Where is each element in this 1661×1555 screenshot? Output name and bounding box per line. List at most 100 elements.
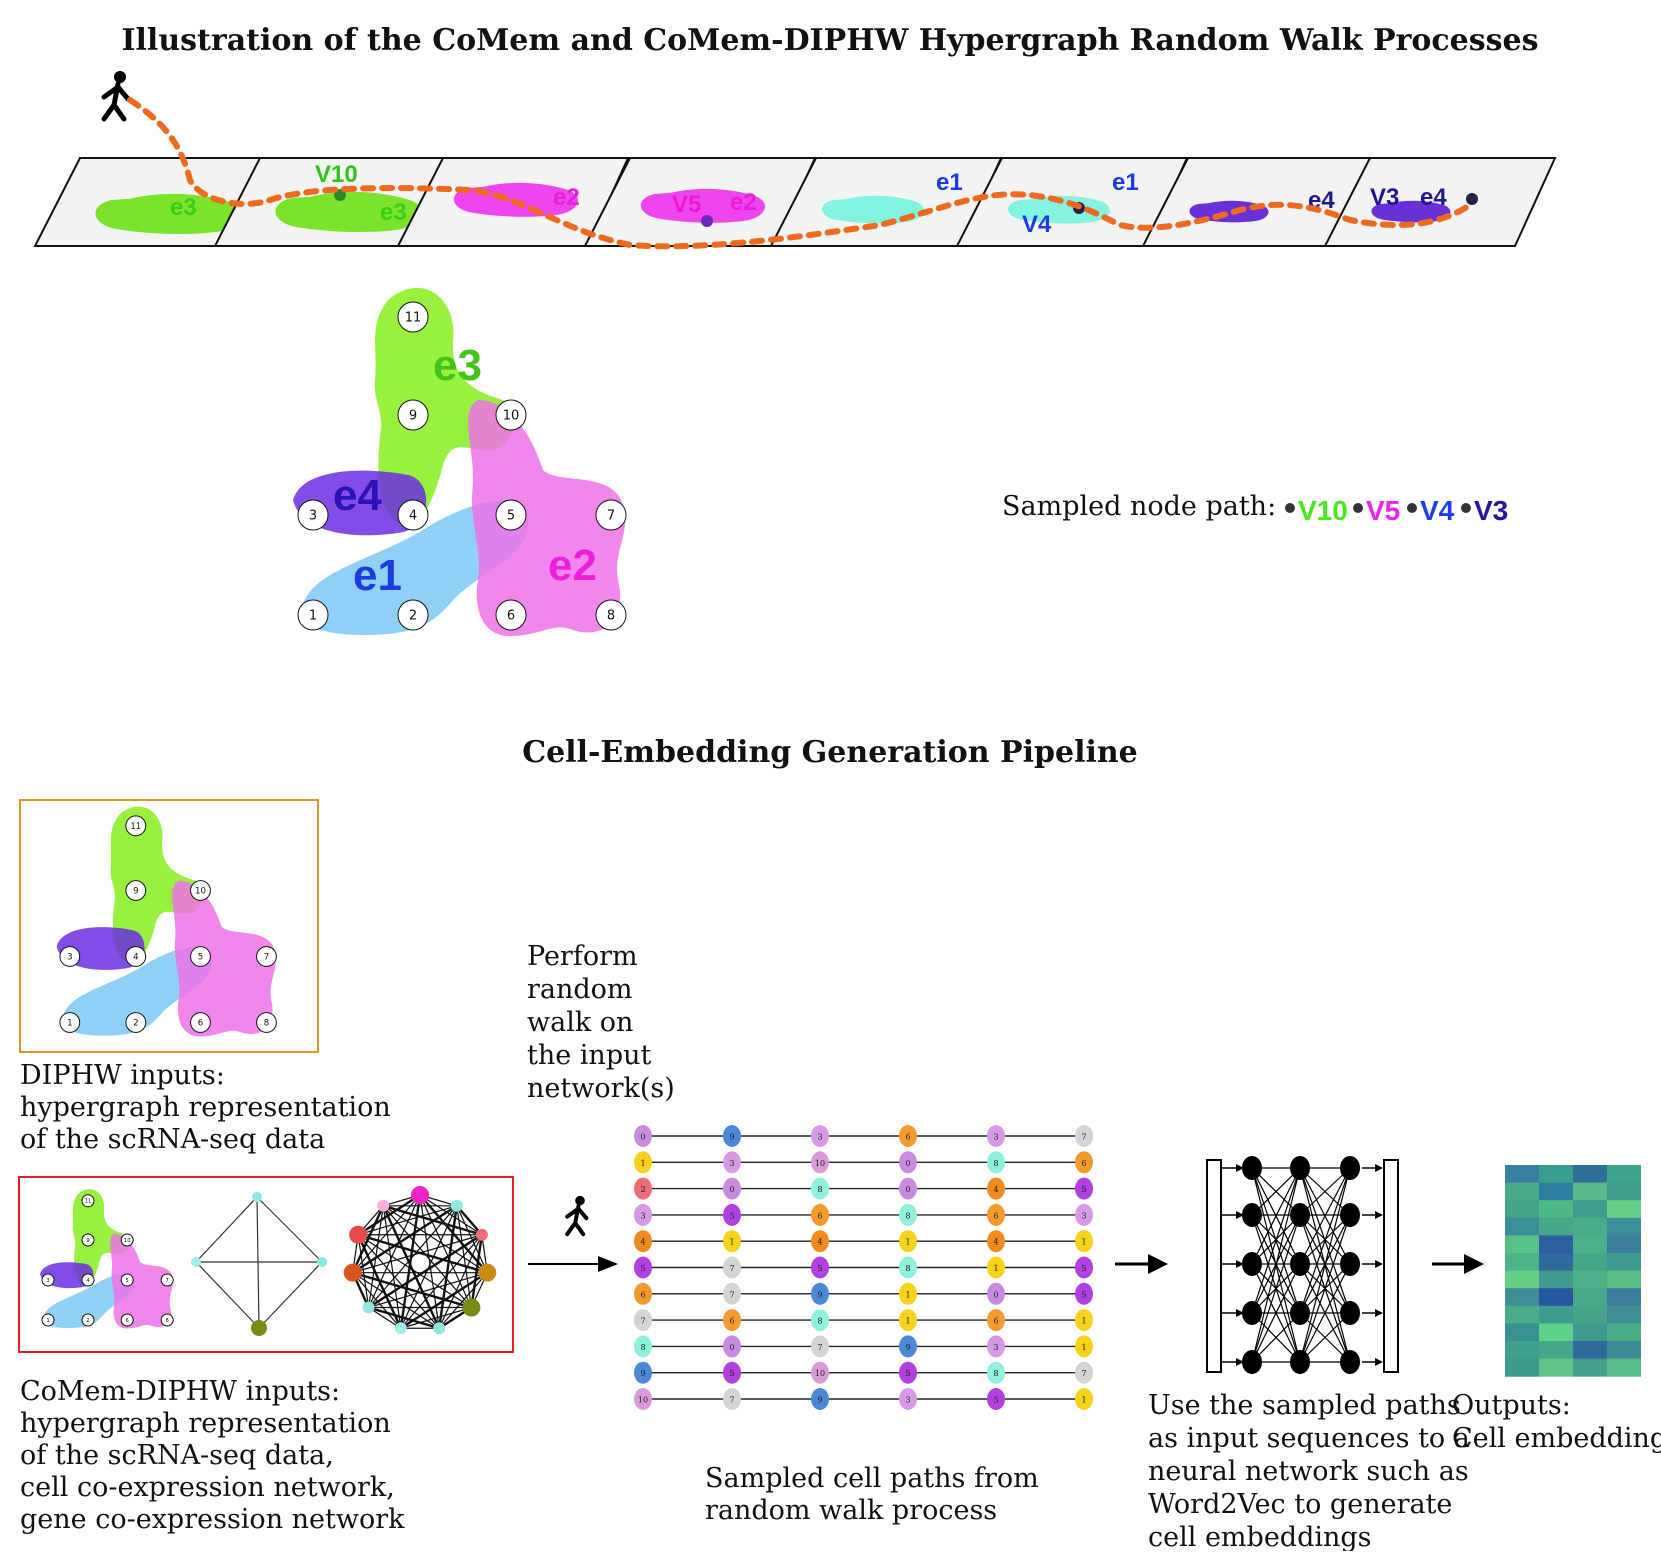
path-node-label: 5 [729, 1211, 734, 1220]
nn-neuron [1340, 1301, 1360, 1325]
node-label: 4 [86, 1278, 90, 1284]
embedding-cell [1539, 1165, 1573, 1184]
embedding-cell [1607, 1200, 1641, 1219]
nn-edge [1299, 1312, 1351, 1363]
nn-neuron [1290, 1203, 1310, 1227]
nn-edge [1251, 1312, 1301, 1363]
diphw-caption: DIPHW inputs:hypergraph representationof… [20, 1060, 391, 1155]
hyperedge-label-e3: e3 [433, 341, 482, 390]
network-edge [456, 1205, 472, 1308]
path-node [1075, 1256, 1093, 1279]
embedding-cell [1573, 1305, 1607, 1324]
nn-edge [1251, 1167, 1301, 1216]
embedding-cell [1573, 1182, 1607, 1201]
path-node-label: 1 [1081, 1238, 1086, 1247]
path-node-label: 8 [993, 1369, 998, 1378]
panel-label: e1 [936, 169, 963, 196]
network-edge [352, 1272, 402, 1329]
path-node-label: 2 [640, 1185, 645, 1194]
embedding-cell [1539, 1341, 1573, 1360]
network-edge [357, 1234, 402, 1329]
node-label: 4 [409, 509, 417, 524]
path-node-label: 0 [993, 1290, 998, 1299]
nn-output-bar [1383, 1159, 1399, 1373]
node-label: 1 [46, 1318, 49, 1324]
embedding-cell [1505, 1235, 1539, 1254]
network-node [251, 1320, 267, 1336]
caption-line: of the scRNA-seq data, [20, 1440, 334, 1471]
node-label: 3 [309, 509, 317, 524]
hyperedge-e1 [43, 1274, 135, 1328]
path-node-label: 3 [729, 1159, 734, 1168]
network-edge [357, 1234, 440, 1329]
node-circle [495, 499, 527, 531]
embedding-cell [1607, 1341, 1641, 1360]
network-edge [195, 1196, 258, 1263]
path-node [899, 1230, 917, 1253]
path-node [723, 1282, 741, 1305]
arrow-icon [1115, 1254, 1168, 1274]
path-node-label: 8 [817, 1317, 822, 1326]
walker-icon [567, 1196, 586, 1234]
path-node [811, 1282, 829, 1305]
caption-line: Word2Vec to generate [1148, 1489, 1452, 1520]
embedding-heatmap [1505, 1165, 1641, 1377]
network-node [411, 1186, 429, 1204]
node-circle [125, 946, 147, 967]
network-edge [419, 1194, 483, 1236]
path-node [634, 1282, 652, 1305]
node-circle [125, 880, 147, 901]
path-node [987, 1361, 1005, 1384]
nn-edge [1299, 1167, 1351, 1265]
path-node [723, 1335, 741, 1358]
network-edge [195, 1261, 260, 1329]
path-node-label: 7 [729, 1290, 734, 1299]
node-circle [81, 1194, 95, 1208]
node-label: 9 [409, 409, 417, 424]
node-circle [595, 599, 627, 631]
path-node [811, 1177, 829, 1200]
path-node [1075, 1125, 1093, 1147]
node-label: 7 [166, 1278, 169, 1284]
hyperedge-e2 [110, 1234, 173, 1329]
nn-neuron [1242, 1156, 1262, 1180]
path-node-label: 1 [993, 1264, 998, 1273]
path-node-label: 9 [817, 1396, 822, 1405]
node-circle [297, 599, 329, 631]
node-circle [59, 946, 81, 967]
path-node-label: 3 [993, 1133, 998, 1142]
embedding-cell [1607, 1182, 1641, 1201]
nn-arrow [1236, 1164, 1244, 1172]
path-node [811, 1230, 829, 1253]
path-node [1075, 1177, 1093, 1200]
path-node-label: 1 [729, 1238, 734, 1247]
node-label: 9 [86, 1238, 89, 1244]
network-edge [368, 1205, 384, 1308]
embedding-cell [1607, 1253, 1641, 1272]
nn-arrow [1375, 1358, 1383, 1366]
walker-icon [104, 71, 128, 119]
embedding-cell [1607, 1288, 1641, 1307]
cell-coexpression-network [191, 1192, 327, 1336]
path-node [634, 1256, 652, 1279]
network-edge [470, 1234, 484, 1308]
node-label: 8 [166, 1318, 169, 1324]
node-label: 10 [503, 409, 520, 424]
caption-line: cell co-expression network, [20, 1472, 395, 1503]
nn-neuron [1242, 1350, 1262, 1374]
path-node [634, 1388, 652, 1410]
path-node [899, 1203, 917, 1226]
nn-edge [1251, 1167, 1301, 1314]
nn-neuron [1242, 1252, 1262, 1276]
path-node [1075, 1361, 1093, 1384]
network-edge [357, 1205, 457, 1236]
path-node-label: 3 [817, 1133, 822, 1142]
caption-line: cell embeddings [1148, 1522, 1372, 1551]
nn-edge [1299, 1167, 1351, 1363]
path-node-label: 7 [1081, 1133, 1086, 1142]
path-node-label: 8 [640, 1343, 645, 1352]
path-node-label: 1 [640, 1159, 645, 1168]
